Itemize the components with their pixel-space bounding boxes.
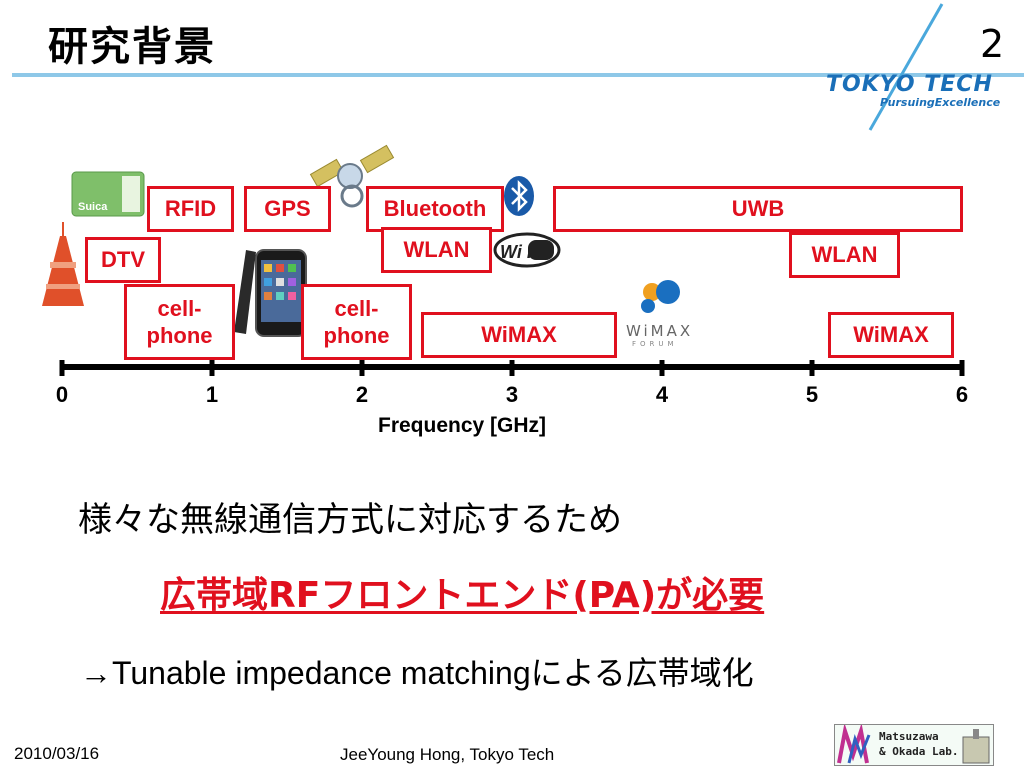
diagram-illustrations: Suica Wi Fi WiMAX FORUM: [42, 144, 693, 348]
band-gps: GPS: [244, 186, 331, 232]
axis-tick-label-3: 3: [505, 382, 519, 407]
band-uwb: UWB: [553, 186, 963, 232]
tokyo-tech-logo-subtitle: PursuingExcellence: [880, 96, 1001, 109]
body-line-3: →Tunable impedance matchingによる広帯域化: [80, 655, 754, 691]
frequency-axis: [59, 360, 965, 376]
footer-author: JeeYoung Hong, Tokyo Tech: [340, 745, 555, 764]
axis-tick-label-5: 5: [805, 382, 819, 407]
footer-date: 2010/03/16: [14, 744, 100, 763]
iphone-icon: [234, 249, 307, 337]
header-divider: [12, 73, 1024, 77]
suica-card-text: Suica: [78, 201, 108, 213]
lab-logo: Matsuzawa & Okada Lab.: [834, 724, 994, 766]
axis-tick-label-4: 4: [655, 382, 669, 407]
tokyo-tech-logo-slash: [868, 3, 944, 131]
body-line-1: 様々な無線通信方式に対応するため: [78, 500, 622, 540]
band-wlan-2-4: WLAN: [381, 227, 492, 273]
wifi-logo-text: Wi Fi: [500, 242, 544, 262]
wimax-logo-text: WiMAX: [626, 322, 693, 340]
axis-tick-label-1: 1: [205, 382, 219, 407]
band-rfid: RFID: [147, 186, 234, 232]
slide-title: 研究背景: [48, 24, 216, 70]
lab-name-line-1: Matsuzawa: [879, 730, 939, 743]
wifi-logo-icon: Wi Fi: [493, 232, 561, 268]
band-wimax-2: WiMAX: [828, 312, 954, 358]
page-number: 2: [980, 22, 1005, 66]
axis-x-label: Frequency [GHz]: [378, 414, 547, 437]
band-cellphone-1: cell- phone: [124, 284, 235, 360]
lab-logo-mark-icon: [837, 725, 990, 764]
band-wlan-5: WLAN: [789, 232, 900, 278]
tokyo-tech-logo-text: TOKYO TECH: [826, 72, 993, 97]
band-wimax-1: WiMAX: [421, 312, 617, 358]
axis-tick-label-0: 0: [55, 382, 69, 407]
axis-tick-label-2: 2: [355, 382, 369, 407]
bluetooth-icon: [504, 176, 534, 216]
axis-tick-label-6: 6: [955, 382, 969, 407]
satellite-icon: [309, 144, 395, 208]
body-line-2-emphasis: 広帯域RFフロントエンド(PA)が必要: [160, 575, 765, 616]
lab-name-line-2: & Okada Lab.: [879, 745, 959, 758]
band-dtv: DTV: [85, 237, 161, 283]
wimax-forum-text: FORUM: [632, 340, 678, 348]
band-cellphone-2: cell- phone: [301, 284, 412, 360]
suica-card-icon: Suica: [71, 171, 145, 217]
wimax-forum-logo-icon: WiMAX FORUM: [626, 280, 693, 348]
tokyo-tower-icon: [42, 222, 84, 306]
